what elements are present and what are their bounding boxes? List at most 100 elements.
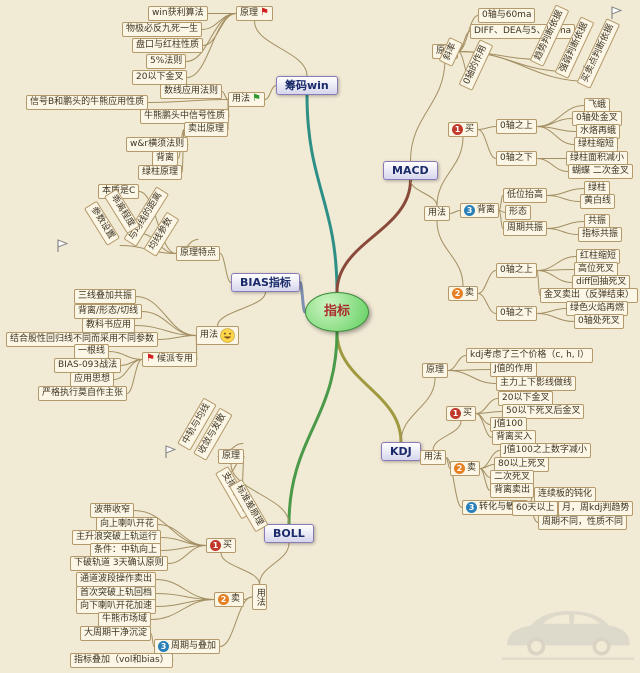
node-channel-swing-sell[interactable]: 通道波段操作卖出	[76, 572, 157, 587]
node-label: 卖	[231, 594, 241, 605]
node-below-0-axis-buy[interactable]: 0轴之下	[496, 151, 537, 166]
node-kdj-principle[interactable]: 原理	[422, 363, 449, 378]
node-extremes-reverse[interactable]: 物极必反九死一生	[122, 22, 203, 37]
node-bias-093-tactic[interactable]: BIAS-093战法	[54, 358, 122, 373]
node-indicator-overlay[interactable]: 指标叠加（vol和bias）	[70, 653, 173, 668]
node-wr-rule[interactable]: w&r横须法则	[126, 137, 189, 152]
node-limit-up-blunting[interactable]: 连续板的钝化	[534, 487, 597, 502]
node-houpai-special[interactable]: ⚑候派专用	[142, 352, 197, 367]
node-textbook-usage[interactable]: 教科书应用	[82, 318, 136, 333]
node-5-percent-rule[interactable]: 5%法则	[146, 54, 187, 69]
center-topic-indicators[interactable]: 指标	[305, 292, 369, 332]
node-below-0-axis-sell[interactable]: 0轴之下	[496, 306, 537, 321]
node-label: 转化与敏感	[479, 502, 525, 513]
circled-2-icon: 2	[218, 594, 229, 605]
node-label: 买	[223, 540, 233, 551]
laughing-emoji-icon	[220, 328, 235, 343]
circled-3-icon: 3	[466, 502, 477, 513]
node-j-value-role[interactable]: J值的作用	[490, 362, 537, 377]
circled-2-icon: 2	[452, 288, 463, 299]
node-one-line[interactable]: 一根线	[74, 344, 110, 359]
circled-3-icon: 3	[464, 205, 475, 216]
node-three-line-resonance[interactable]: 三线叠加共振	[74, 289, 137, 304]
node-yellow-white-line[interactable]: 黄白线	[580, 194, 616, 209]
node-break-rail-3day[interactable]: 下破轨道 3天确认原则	[70, 556, 168, 571]
node-green-bar-shorten[interactable]: 绿柱缩短	[574, 137, 619, 152]
node-chouma-usage[interactable]: 用法⚑	[228, 92, 265, 107]
node-kdj-usage[interactable]: 用法	[420, 450, 447, 465]
node-band-narrowing[interactable]: 波带收窄	[90, 503, 135, 518]
pennant-icon	[610, 5, 623, 24]
node-label: 用法	[200, 330, 219, 341]
node-indicator-resonance[interactable]: 指标共振	[578, 227, 623, 242]
node-line-count-rule[interactable]: 数线应用法则	[160, 84, 223, 99]
node-above-0-axis-sell[interactable]: 0轴之上	[496, 263, 537, 278]
circled-1-icon: 1	[210, 540, 221, 551]
node-sell-principle[interactable]: 卖出原理	[184, 122, 229, 137]
node-cycle-resonance[interactable]: 周期共振	[503, 221, 548, 236]
node-label: 卖	[465, 288, 475, 299]
node-label: 背离	[477, 205, 496, 216]
node-below-20-golden-cross[interactable]: 20以下金叉	[132, 70, 188, 85]
node-label: 用法	[232, 94, 251, 104]
node-divergence-pattern-tangent[interactable]: 背离/形态/切线	[74, 304, 143, 319]
node-low-rise[interactable]: 低位抬高	[503, 188, 548, 203]
node-cycle-difference[interactable]: 周期不同，性质不同	[538, 515, 628, 530]
node-divergence[interactable]: 背离	[152, 151, 179, 166]
node-kdj-three-prices[interactable]: kdj考虑了三个价格（c, h, l）	[466, 348, 594, 363]
node-butterfly-second-cross[interactable]: 蝴蝶 二次金叉	[568, 164, 633, 179]
node-boll-usage[interactable]: 用法	[252, 584, 267, 610]
node-month-week-kdj[interactable]: 月，周kdj判趋势	[558, 501, 634, 516]
node-0-axis-death-cross[interactable]: 0轴处死叉	[574, 314, 624, 329]
node-pankou-red-bar[interactable]: 盘口与红柱性质	[132, 38, 204, 53]
node-macd-usage[interactable]: 用法	[424, 206, 451, 221]
node-label: 原理	[240, 8, 259, 18]
circled-1-icon: 1	[452, 124, 463, 135]
node-signal-b-bull-bear[interactable]: 信号B和鹏头的牛熊应用性质	[26, 95, 149, 110]
node-boll-principle[interactable]: 原理	[218, 449, 245, 464]
pennant-icon	[164, 444, 177, 463]
topic-bias[interactable]: BIAS指标	[231, 273, 300, 293]
circled-1-icon: 1	[450, 408, 461, 419]
node-below-50-cross[interactable]: 50以下死叉后金叉	[502, 404, 585, 419]
node-0-axis-60ma[interactable]: 0轴与60ma	[478, 8, 536, 23]
node-label: 卖	[467, 463, 477, 474]
topic-kdj[interactable]: KDJ	[381, 442, 421, 462]
pennant-icon	[56, 238, 69, 257]
red-flag-icon: ⚑	[260, 7, 269, 19]
node-bias-usage[interactable]: 用法	[196, 326, 240, 345]
topic-macd[interactable]: MACD	[383, 161, 438, 181]
node-shadow-line-trick[interactable]: 主力上下影线做线	[496, 376, 577, 391]
node-divergence-sell[interactable]: 背离卖出	[490, 483, 535, 498]
node-big-cycle-clean[interactable]: 大周期干净沉淀	[80, 626, 152, 641]
node-up-horn[interactable]: 向上喇叭开花	[96, 517, 159, 532]
node-label: 买	[463, 408, 473, 419]
node-green-bar-principle[interactable]: 绿柱原理	[138, 165, 183, 180]
red-flag-icon: ⚑	[146, 353, 155, 365]
green-flag-icon: ⚑	[252, 93, 261, 105]
node-60-days[interactable]: 60天以上	[512, 501, 559, 516]
node-label: 周期与叠加	[171, 641, 217, 652]
node-application-thought[interactable]: 应用思想	[70, 372, 115, 387]
node-chouma-principle[interactable]: 原理⚑	[236, 6, 273, 21]
node-win-profit-algorithm[interactable]: win获利算法	[148, 6, 208, 21]
node-pattern[interactable]: 形态	[505, 205, 532, 220]
node-j100-decrease[interactable]: J值100之上数字减小	[500, 443, 591, 458]
node-bull-bear-zone[interactable]: 牛熊市场域	[98, 612, 152, 627]
car-watermark-icon	[501, 611, 635, 661]
topic-boll[interactable]: BOLL	[264, 524, 314, 544]
topic-chouma-win[interactable]: 筹码win	[276, 76, 338, 96]
node-above-0-axis-buy[interactable]: 0轴之上	[496, 119, 537, 134]
node-bias-principle[interactable]: 原理特点	[176, 246, 221, 261]
node-strict-execution[interactable]: 严格执行莫自作主张	[38, 386, 128, 401]
